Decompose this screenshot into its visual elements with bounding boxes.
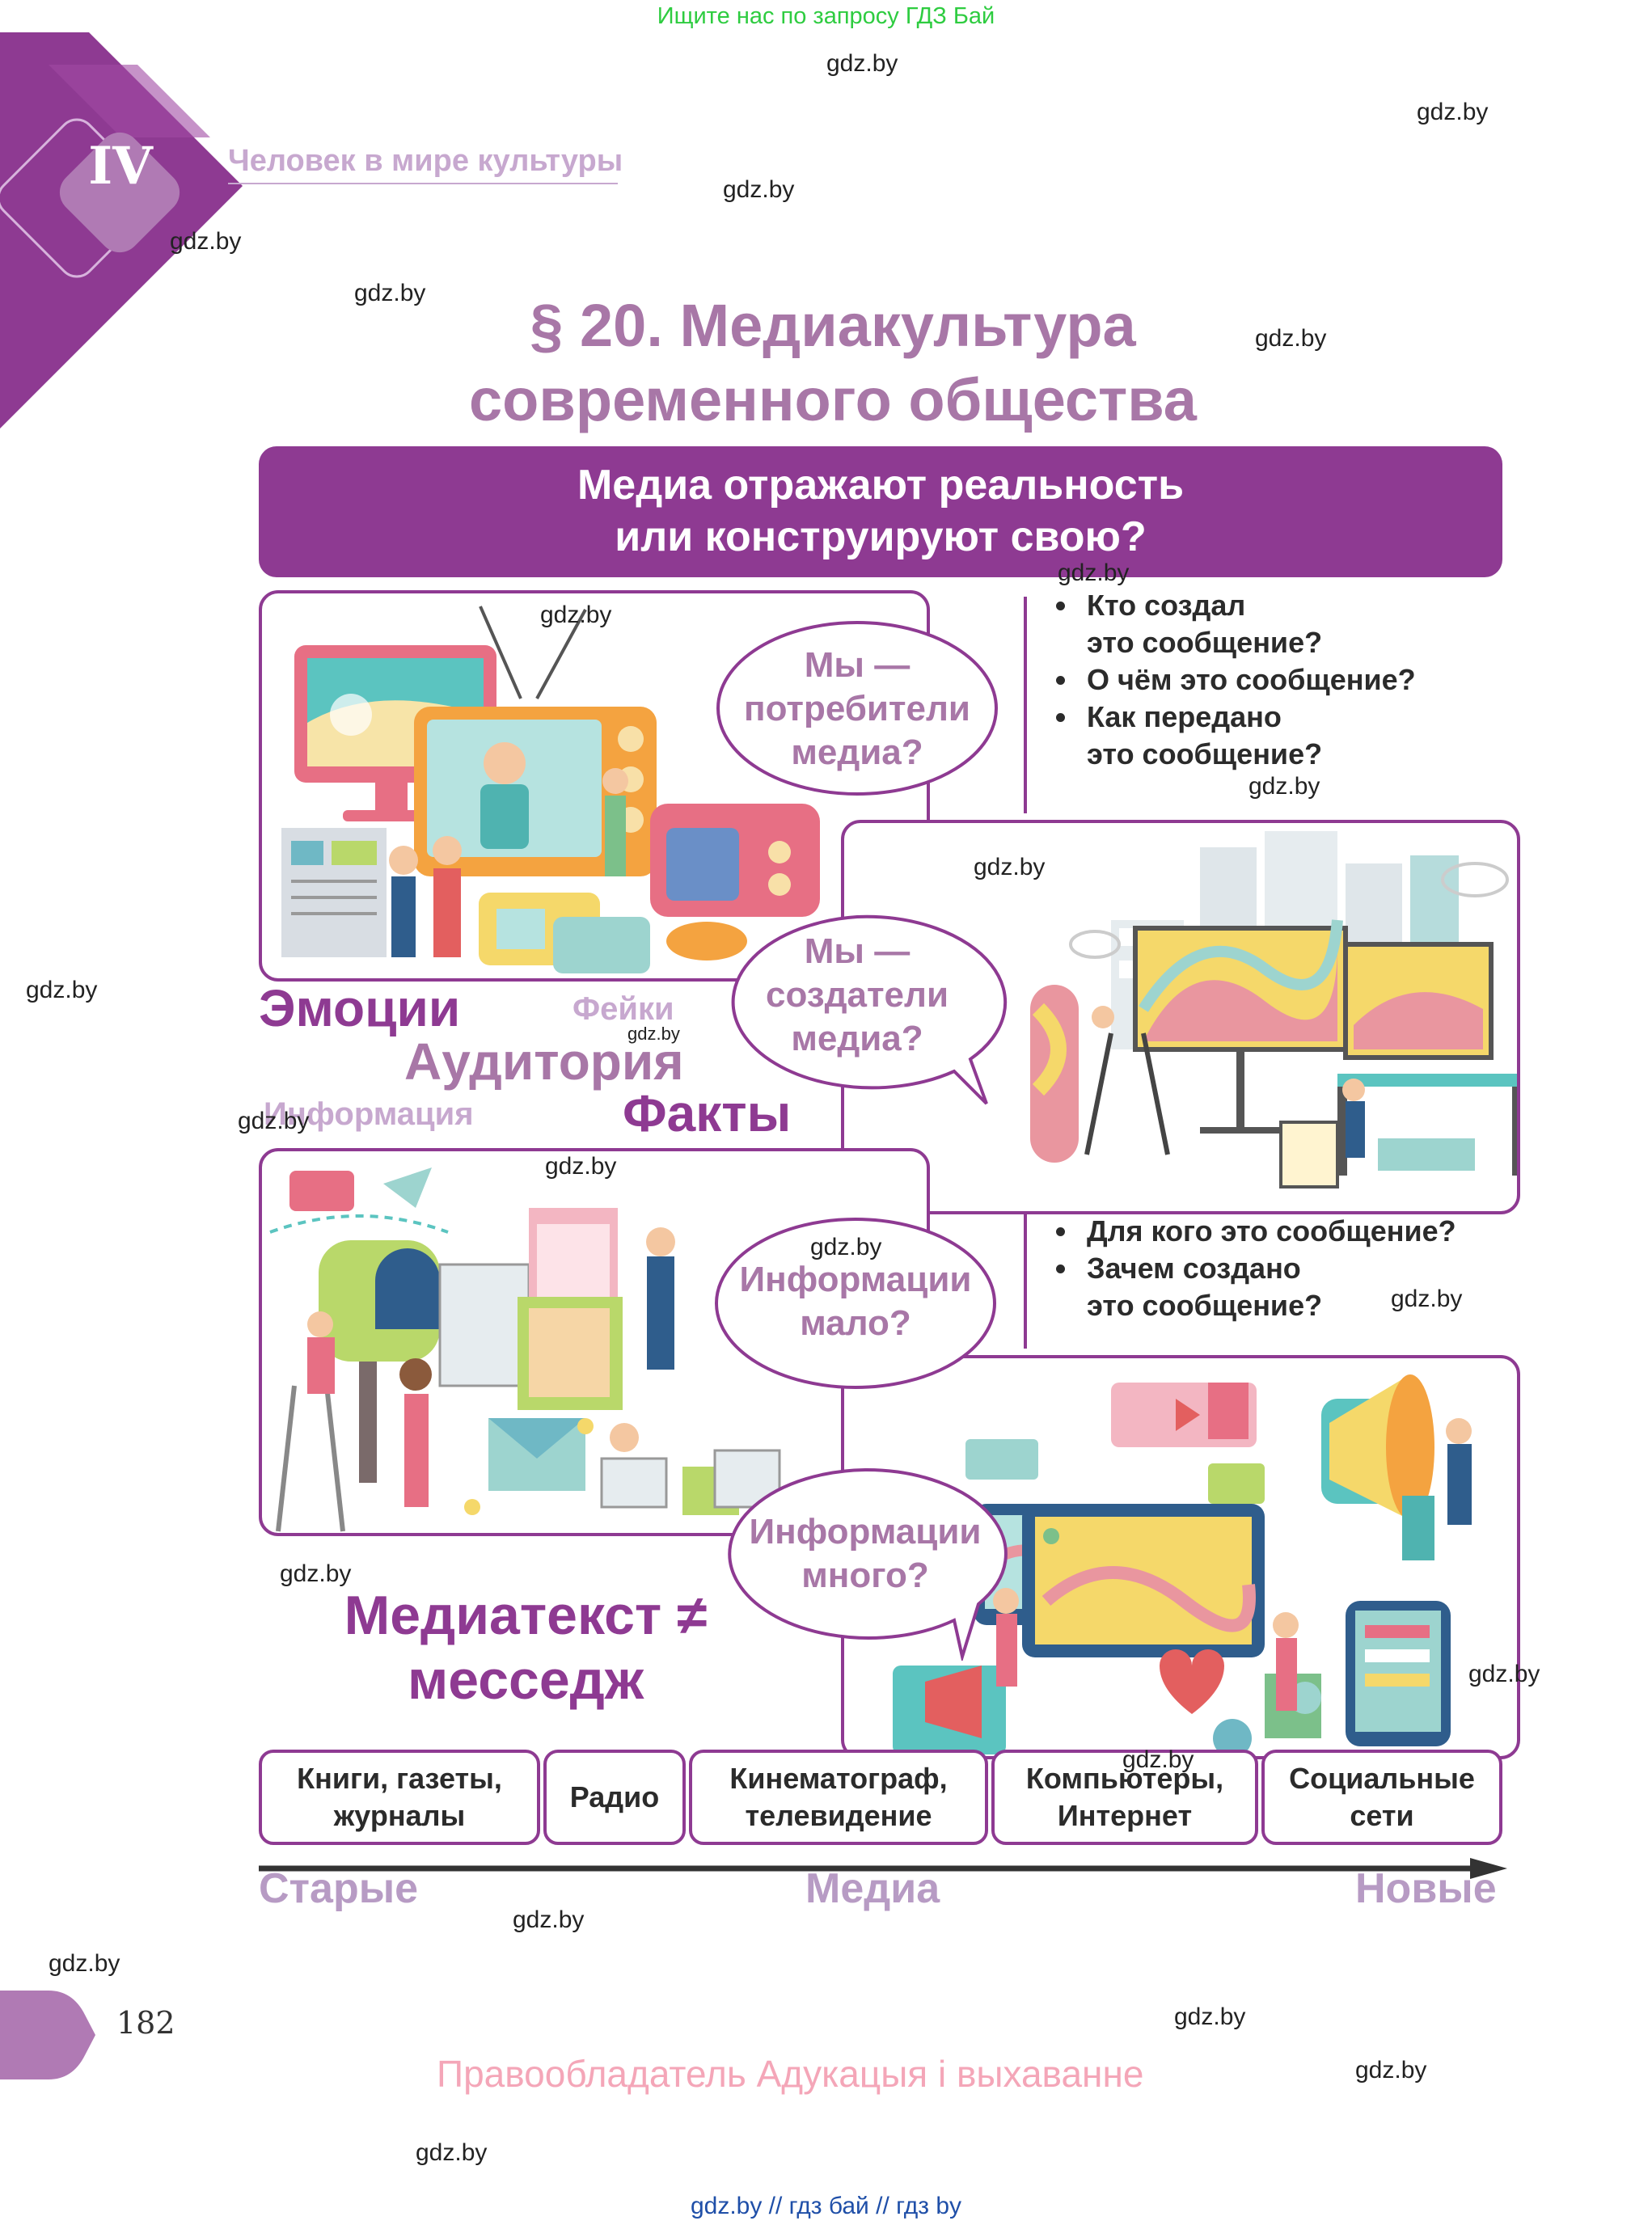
watermark: gdz.by [416,2139,488,2166]
timeline-item-radio: Радио [543,1750,686,1845]
panel-information-much-illustration [841,1355,1520,1759]
bubble-info-much: Информации много? [720,1459,1027,1661]
page-number-tab [0,1991,95,2079]
watermark: gdz.by [826,50,898,77]
word-emotions: Эмоции [259,979,461,1037]
watermark: gdz.by [545,1153,617,1180]
page-title-line2: современного общества [469,366,1197,433]
question-item: Для кого это сообщение? [1048,1213,1533,1250]
panel-creators-illustration [841,820,1520,1214]
mediatext-statement: Медиатекст ≠ месседж [299,1583,752,1712]
media-creators-illustration [1030,831,1517,1188]
word-information: Информация [264,1096,474,1132]
bottom-links[interactable]: gdz.by // гдз бай // гдз by [690,2193,962,2219]
banner-line1: Медиа отражают реальность [577,462,1185,509]
watermark: gdz.by [513,1906,585,1933]
information-much-illustration [893,1374,1472,1756]
question-item: О чём это сообщение? [1048,661,1501,699]
bubble-consumers: Мы — потребители медиа? [712,614,1003,817]
timeline-item-cinema-tv: Кинематограф,телевидение [689,1750,988,1845]
word-facts: Факты [623,1084,792,1142]
axis-label-new: Новые [1355,1865,1497,1912]
chapter-numeral: IV [88,136,153,196]
bubble-info-little: Информации мало? [710,1213,1001,1399]
speech-bubble-shape [731,914,1008,1105]
watermark: gdz.by [810,1234,882,1260]
watermark: gdz.by [354,280,426,306]
banner-line2: или конструируют свою? [615,513,1147,560]
bubble-creators: Мы — создатели медиа? [712,906,1019,1116]
watermark: gdz.by [280,1560,352,1587]
information-little-illustration [269,1167,781,1532]
watermark: gdz.by [1174,2003,1246,2030]
watermark: gdz.by [540,602,612,628]
watermark: gdz.by [26,977,98,1003]
watermark: gdz.by [723,176,795,203]
watermark: gdz.by [1249,773,1320,800]
timeline-arrow [259,1858,1507,1879]
timeline-item-print: Книги, газеты,журналы [259,1750,540,1845]
top-search-link[interactable]: Ищите нас по запросу ГДЗ Бай [657,3,995,29]
chapter-title-underline [228,183,618,184]
divider-top [1024,597,1027,813]
copyright-notice: Правообладатель Адукацыя і выхаванне [437,2053,1144,2095]
axis-label-media: Медиа [805,1865,940,1912]
watermark: gdz.by [238,1108,310,1134]
speech-bubble-shape [715,1218,996,1389]
word-audience: Аудитория [404,1032,684,1091]
divider-bottom [1024,1205,1027,1349]
watermark: gdz.by [1255,325,1327,352]
page-number: 182 [116,2005,175,2041]
watermark: gdz.by [1355,2057,1427,2084]
mediatext-line2: месседж [407,1649,644,1711]
watermark: gdz.by [1468,1661,1540,1687]
mediatext-line1: Медиатекст ≠ [344,1585,708,1646]
watermark: gdz.by [1417,99,1489,125]
watermark: gdz.by [49,1950,120,1977]
watermark: gdz.by [1058,559,1130,586]
speech-bubble-shape [728,1467,1008,1661]
media-consumers-illustration [281,606,820,973]
timeline-item-computers-internet: Компьютеры,Интернет [991,1750,1258,1845]
watermark: gdz.by [170,228,242,255]
watermark: gdz.by [1391,1286,1463,1312]
word-fakes: Фейки [572,991,674,1027]
watermark: gdz.by [1122,1746,1194,1773]
page-title-line1: § 20. Медиакультура [530,292,1136,359]
chapter-title: Человек в мире культуры [228,144,623,178]
watermark-small: gdz.by [627,1024,680,1044]
speech-bubble-shape [716,621,998,796]
question-banner: Медиа отражают реальность или конструиру… [259,446,1502,577]
panel-consumers-illustration [259,590,930,982]
axis-label-old: Старые [259,1865,419,1912]
watermark: gdz.by [974,854,1046,880]
chapter-corner-decoration [0,32,243,429]
